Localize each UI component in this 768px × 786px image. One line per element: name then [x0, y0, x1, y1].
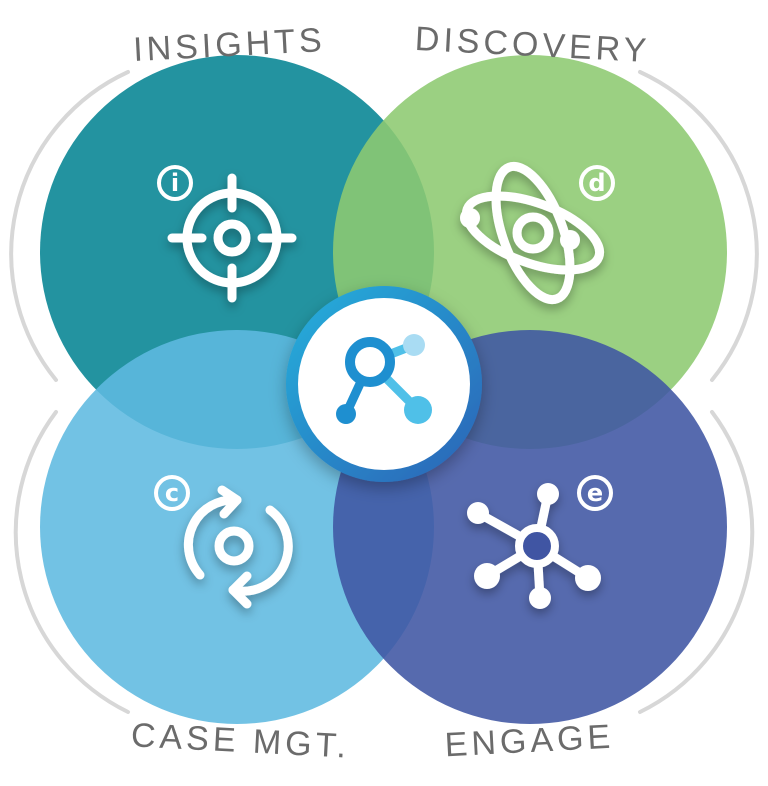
label-engage: ENGAGE: [444, 718, 615, 765]
badge-case-mgt: c: [154, 475, 190, 511]
svg-text:c: c: [165, 479, 179, 507]
network-icon: [467, 483, 601, 609]
badge-engage: e: [577, 475, 613, 511]
label-discovery: DISCOVERY: [414, 20, 651, 70]
cycle-icon: [183, 485, 293, 609]
outline-arc-discovery: [638, 70, 759, 382]
outline-arc-engage: [638, 410, 755, 714]
label-case-mgt: CASE MGT.: [130, 716, 351, 765]
atom-icon: [460, 161, 605, 305]
outline-arc-insights: [9, 70, 130, 382]
badge-insights: i: [157, 165, 193, 201]
svg-text:i: i: [171, 169, 179, 197]
svg-text:d: d: [588, 169, 605, 197]
svg-text:e: e: [587, 479, 603, 507]
center-logo: [286, 286, 482, 482]
label-insights: INSIGHTS: [132, 21, 326, 69]
connect-logo-icon: [336, 334, 432, 424]
target-icon: [167, 173, 297, 303]
outline-arc-case: [13, 410, 130, 714]
badge-discovery: d: [579, 165, 615, 201]
